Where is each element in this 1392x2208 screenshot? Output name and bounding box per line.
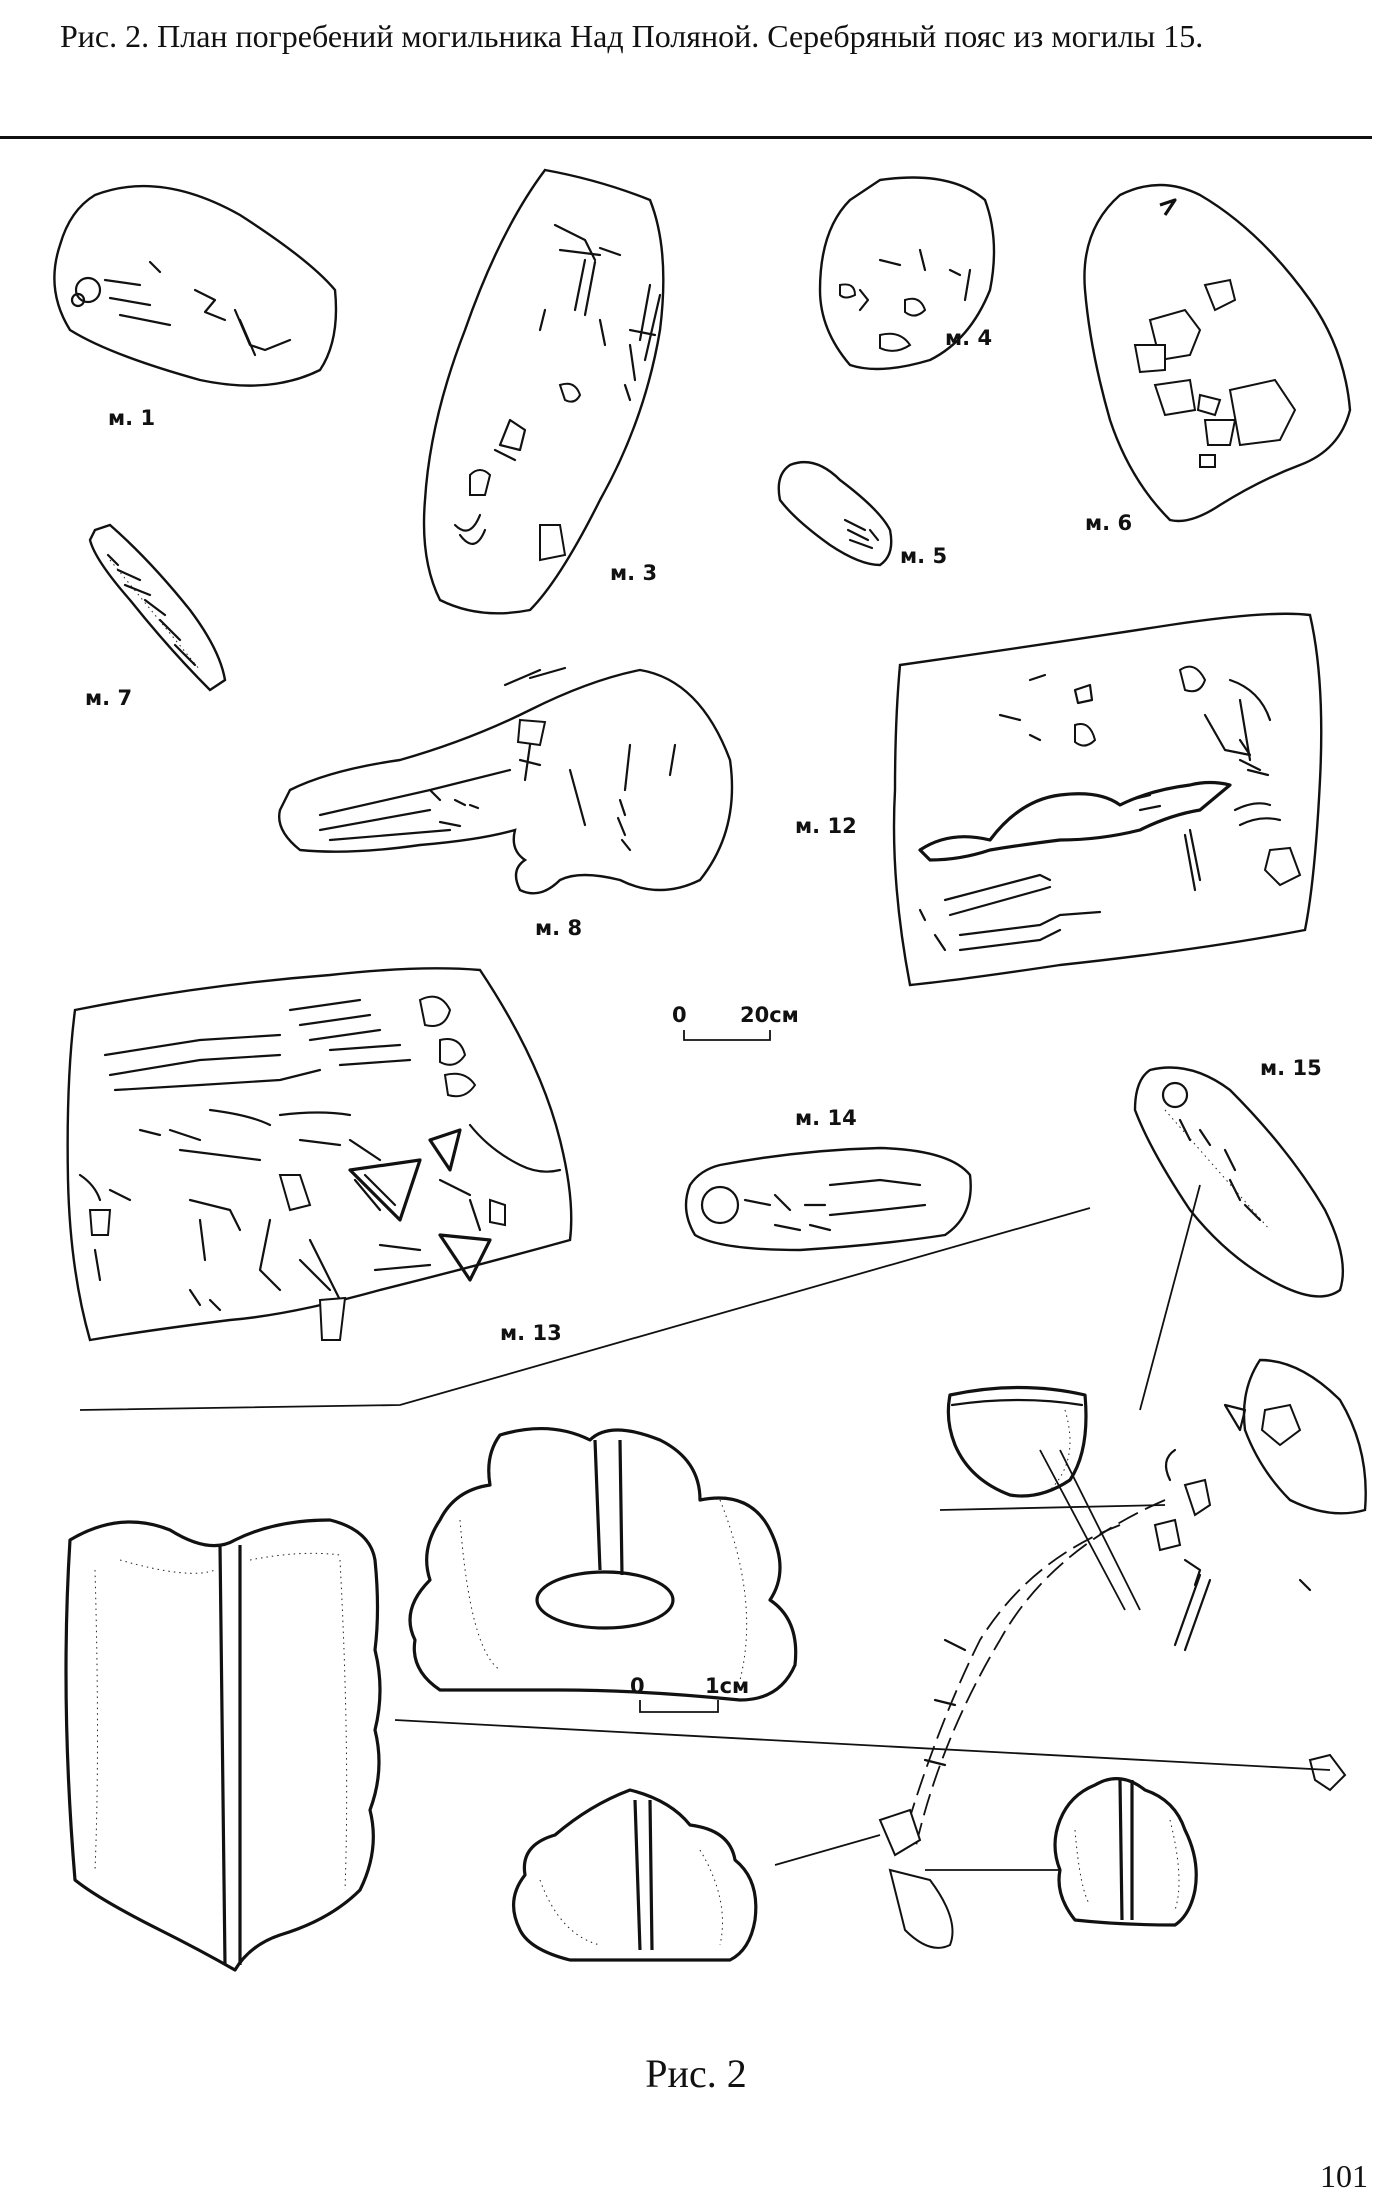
- grave-label-m15: м. 15: [1260, 1056, 1322, 1080]
- grave-m15: м. 15: [1133, 1056, 1345, 1298]
- grave-m1: м. 1: [53, 184, 338, 430]
- scale-graves-zero: 0: [672, 1003, 687, 1027]
- grave-label-m5: м. 5: [900, 544, 947, 568]
- belt-tip: [946, 1385, 1088, 1498]
- grave-label-m6: м. 6: [1085, 511, 1132, 535]
- belt-reconstruction: [878, 1358, 1367, 1949]
- belt-plate-large: [64, 1518, 382, 1972]
- grave-m13: м. 13: [66, 967, 573, 1345]
- scale-belt-value: 1см: [705, 1674, 749, 1698]
- grave-m4: м. 4: [818, 176, 996, 371]
- section-divider-line: [79, 1207, 1091, 1411]
- belt-fitting-2: [1053, 1777, 1198, 1927]
- grave-m12: м. 12: [795, 612, 1323, 987]
- grave-label-m4: м. 4: [945, 326, 992, 350]
- page-number: 101: [1320, 2158, 1368, 2194]
- grave-label-m14: м. 14: [795, 1106, 857, 1130]
- grave-m14: м. 14: [684, 1106, 972, 1252]
- grave-m7: м. 7: [85, 523, 227, 710]
- grave-label-m8: м. 8: [535, 916, 582, 940]
- figure-label: Рис. 2: [645, 2051, 747, 2096]
- grave-label-m3: м. 3: [610, 561, 657, 585]
- header-rule: [0, 136, 1372, 139]
- grave-label-m12: м. 12: [795, 814, 857, 838]
- grave-label-m7: м. 7: [85, 686, 132, 710]
- grave-m3: м. 3: [422, 168, 665, 615]
- grave-m8: м. 8: [278, 666, 734, 940]
- grave-label-m1: м. 1: [108, 406, 155, 430]
- scale-graves-value: 20см: [740, 1003, 799, 1027]
- belt-buckle: [408, 1427, 798, 1702]
- scale-bar-belt: 0 1см: [630, 1674, 749, 1713]
- scale-belt-zero: 0: [630, 1674, 645, 1698]
- grave-m6: м. 6: [1083, 183, 1352, 535]
- grave-label-m13: м. 13: [500, 1321, 562, 1345]
- scale-bar-graves: 0 20см: [672, 1003, 799, 1041]
- figure-caption: Рис. 2. План погребений могильника Над П…: [60, 18, 1204, 54]
- belt-fitting-1: [512, 1788, 758, 1962]
- grave-m5: м. 5: [777, 460, 947, 568]
- leader-lines: [394, 1184, 1331, 1871]
